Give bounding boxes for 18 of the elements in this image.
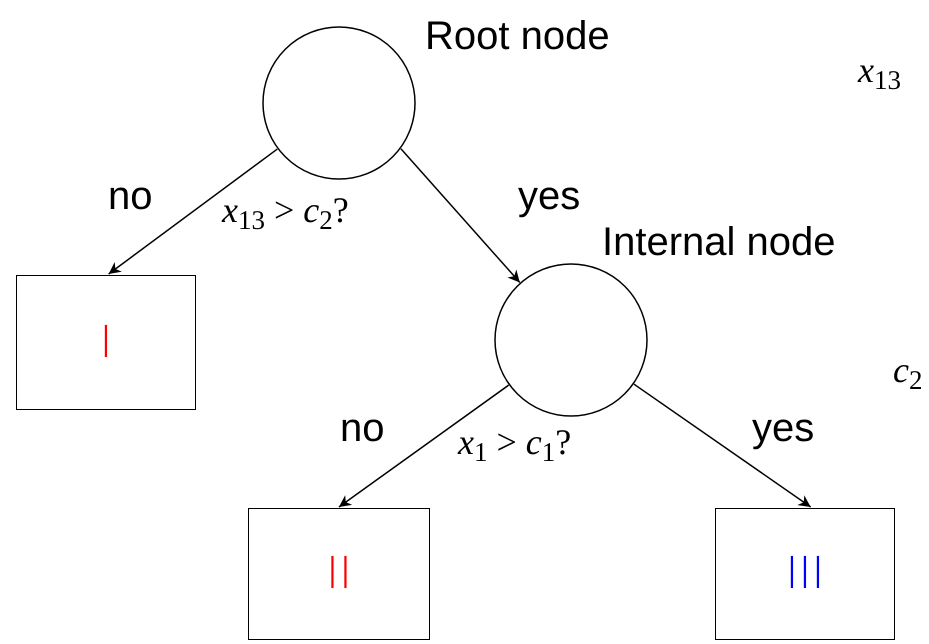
decision-node	[494, 263, 648, 417]
arrow	[400, 148, 520, 283]
leaf-box	[16, 275, 196, 410]
decision-node	[262, 26, 416, 180]
condition-text: x$_{1}$ > c$_{1}$?	[458, 424, 572, 466]
class-label: I	[100, 320, 112, 364]
class-label: III	[786, 552, 824, 596]
leaf-box	[248, 508, 430, 640]
arrow	[634, 384, 812, 508]
node-caption: Root node	[425, 16, 610, 56]
condition-text: c$_{2}$	[893, 352, 922, 394]
condition-text: x$_{13}$	[858, 52, 901, 94]
leaf-box	[715, 508, 895, 640]
condition-text: x$_{13}$ > c$_{2}$?	[222, 192, 349, 234]
node-caption: Internal node	[602, 222, 836, 262]
arrow	[338, 384, 510, 508]
class-label: II	[326, 552, 352, 596]
arrow	[108, 148, 278, 275]
